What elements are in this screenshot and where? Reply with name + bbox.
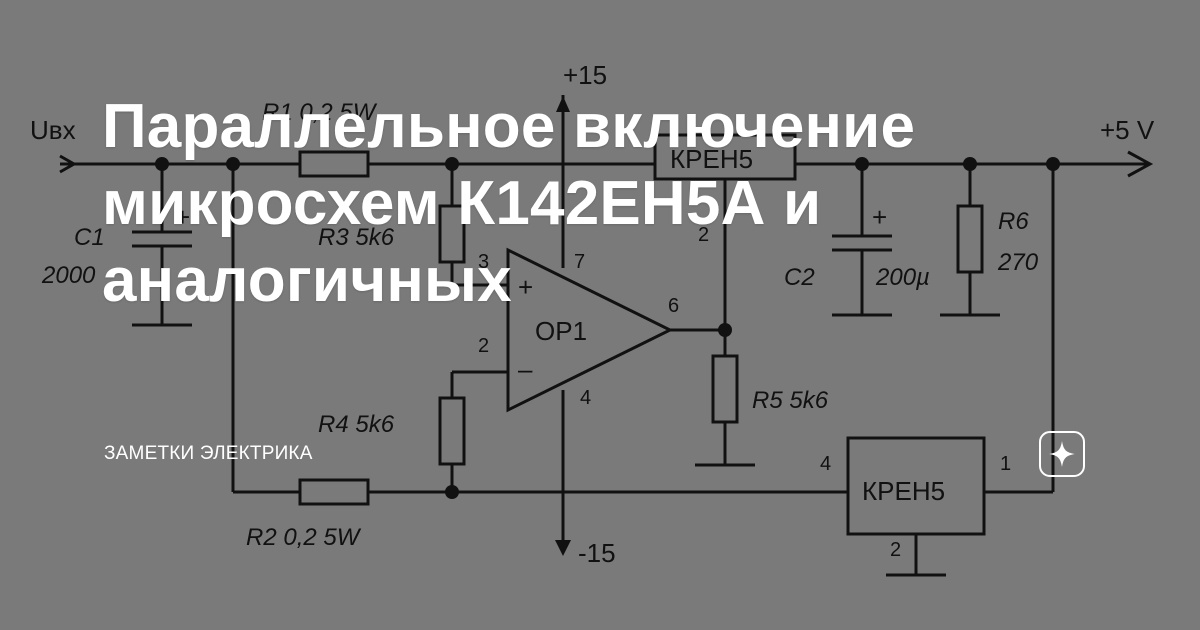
pin-op-out: 6 bbox=[668, 295, 679, 317]
pin-op-plus: 3 bbox=[478, 251, 489, 273]
label-op1: OP1 bbox=[535, 316, 587, 346]
page-title: Параллельное включение микросхем К142ЕН5… bbox=[102, 92, 916, 315]
label-r3: R3 5k6 bbox=[318, 224, 395, 251]
pin-op-minus: 2 bbox=[478, 335, 489, 357]
label-c2-value: 200µ bbox=[875, 264, 930, 291]
label-r4: R4 5k6 bbox=[318, 411, 395, 438]
label-r6: R6 bbox=[998, 208, 1029, 235]
label-r6-value: 270 bbox=[997, 249, 1039, 276]
label-input: Uвх bbox=[30, 115, 76, 145]
label-r1: R1 0,2 5W bbox=[262, 99, 378, 126]
label-kren-top: КРЕН5 bbox=[670, 144, 753, 174]
sparkle-icon bbox=[1049, 441, 1075, 467]
pin-op-vplus: 7 bbox=[574, 251, 585, 273]
label-minus15: -15 bbox=[578, 538, 616, 568]
svg-text:+: + bbox=[872, 202, 887, 232]
resistor-r5 bbox=[711, 354, 739, 424]
label-plus15: +15 bbox=[563, 60, 607, 90]
label-c2: C2 bbox=[784, 264, 815, 291]
label-output: +5 V bbox=[1100, 115, 1155, 145]
pin-kren-bot-gnd: 2 bbox=[890, 539, 901, 561]
output-arrow bbox=[1127, 150, 1154, 178]
op-amp-op1 bbox=[506, 247, 674, 413]
pin-kren-top-gnd: 2 bbox=[698, 224, 709, 246]
label-c1: C1 bbox=[74, 224, 105, 251]
svg-text:+: + bbox=[518, 272, 533, 302]
label-r2: R2 0,2 5W bbox=[246, 524, 362, 551]
resistor-r2 bbox=[298, 478, 370, 506]
resistor-r4 bbox=[438, 396, 466, 466]
pin-op-vminus: 4 bbox=[580, 387, 591, 409]
zen-logo[interactable] bbox=[1039, 431, 1085, 477]
channel-name[interactable]: ЗАМЕТКИ ЭЛЕКТРИКА bbox=[104, 443, 313, 464]
svg-text:+: + bbox=[175, 202, 190, 232]
svg-text:–: – bbox=[518, 354, 533, 384]
pin-kren-bot-out: 1 bbox=[1000, 453, 1011, 475]
label-c1-value: 2000 bbox=[41, 262, 96, 289]
label-r5: R5 5k6 bbox=[752, 387, 829, 414]
pin-kren-bot-in: 4 bbox=[820, 453, 831, 475]
label-kren-bottom: КРЕН5 bbox=[862, 476, 945, 506]
